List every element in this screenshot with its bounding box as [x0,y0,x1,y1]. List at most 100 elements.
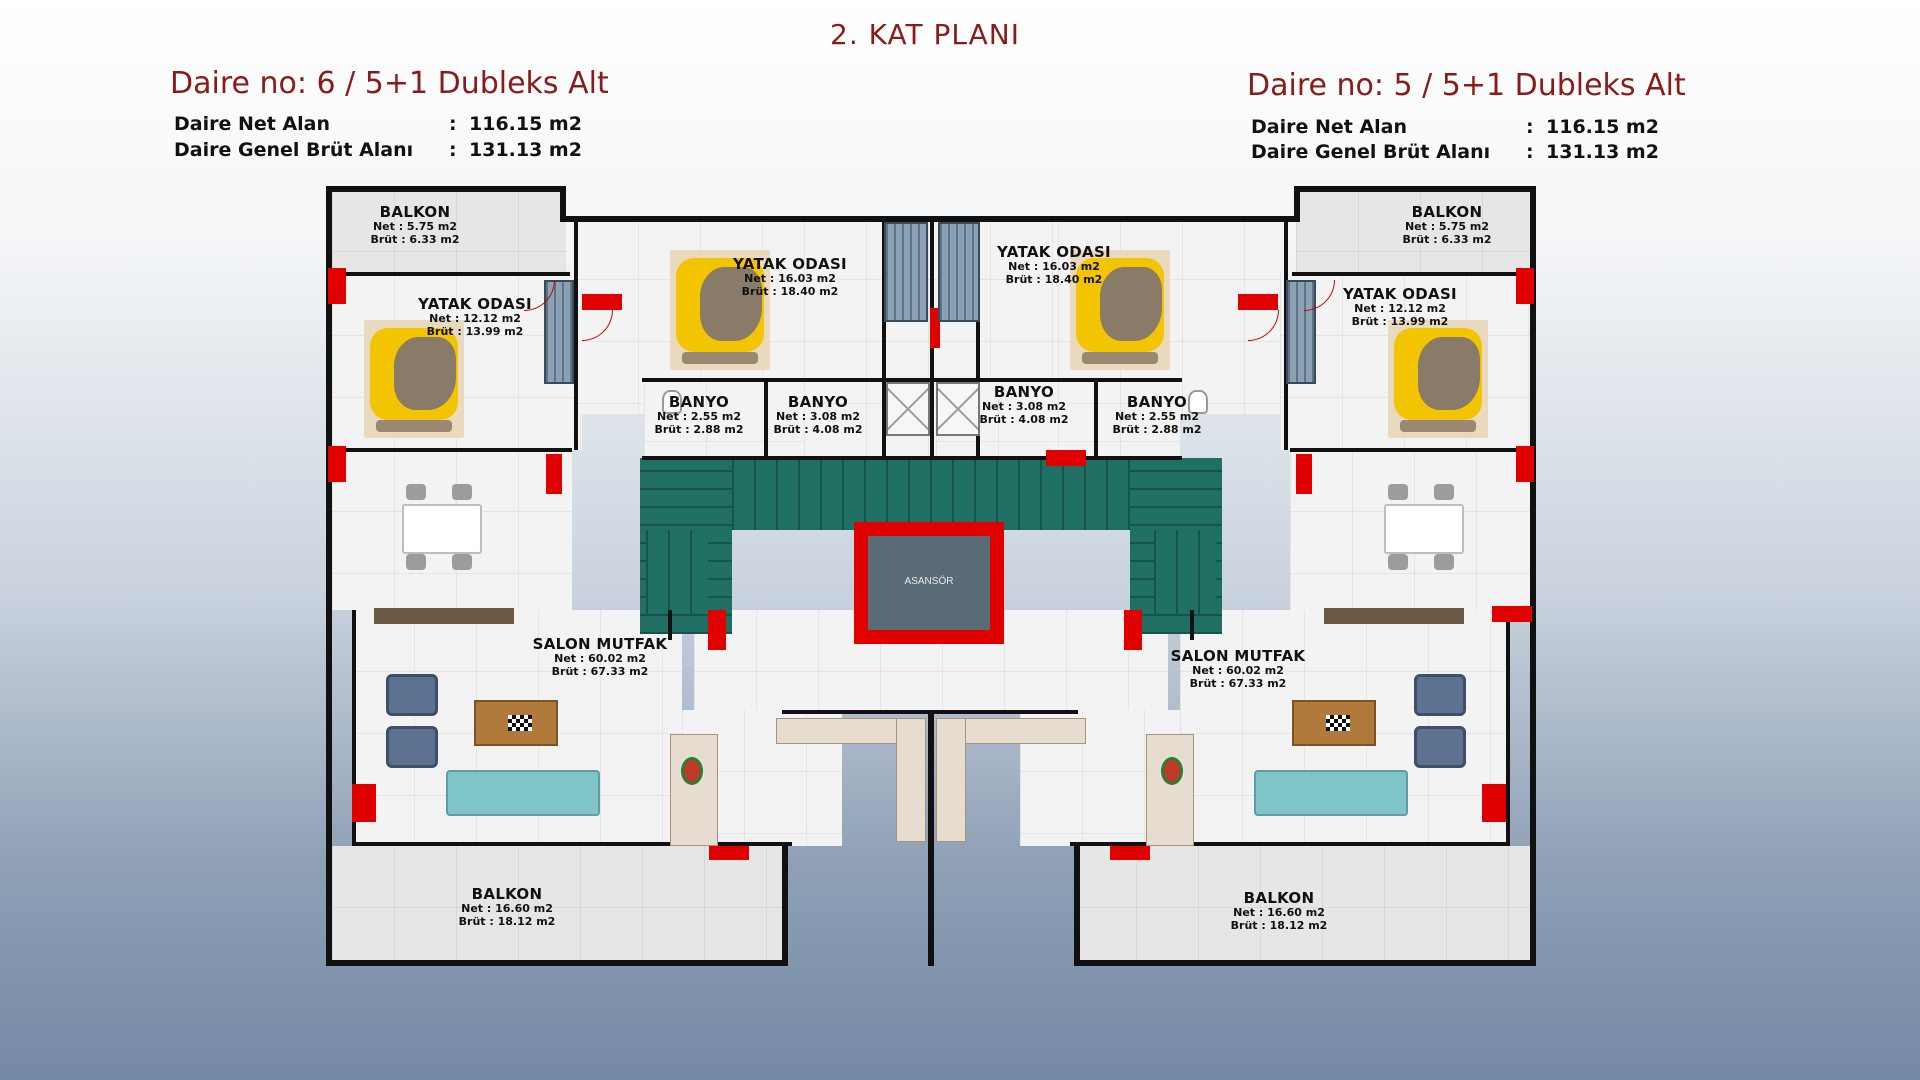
label-balcony-top-left: BALKON Net : 5.75 m2 Brüt : 6.33 m2 [370,203,460,246]
kitchen-counter [936,718,966,842]
floor-plan: ASANSÖR [324,184,1536,966]
column [930,308,940,348]
dining-table [1384,504,1464,554]
wardrobe [1286,280,1316,384]
tv-unit [374,608,514,624]
balcony-bottom-right [1074,846,1530,960]
gross-area-value: 131.13 m2 [469,139,582,161]
chair [452,484,472,500]
gross-area-value: 131.13 m2 [1546,141,1659,163]
elevator: ASANSÖR [854,522,1004,644]
shower-icon [886,382,930,436]
column [352,784,376,822]
column [1516,268,1534,304]
balcony-top-right [1296,190,1530,274]
coffee-table [474,700,558,746]
elevator-label: ASANSÖR [904,576,954,587]
label-bathroom-left-2: BANYO Net : 3.08 m2 Brüt : 4.08 m2 [773,393,863,436]
colon: : [449,139,457,161]
wall [928,710,934,966]
column [708,610,726,650]
wall [1294,186,1300,222]
wall [1506,610,1510,846]
wall [976,218,980,458]
bed [1070,250,1170,370]
chair [1388,484,1408,500]
net-area-label: Daire Net Alan [1251,116,1408,138]
column [1516,446,1534,482]
bed [1388,320,1488,438]
wall [1294,186,1536,192]
wall [764,380,768,458]
toilet-icon [1188,390,1208,414]
wall [1074,846,1080,966]
chair [452,554,472,570]
net-area-value: 116.15 m2 [469,113,582,135]
dining-table [402,504,482,554]
column [709,846,749,860]
label-balcony-top-right: BALKON Net : 5.75 m2 Brüt : 6.33 m2 [1402,203,1492,246]
gross-area-label: Daire Genel Brüt Alanı [1251,141,1491,163]
wall [326,960,788,966]
column [1238,294,1278,310]
label-balcony-bottom-left: BALKON Net : 16.60 m2 Brüt : 18.12 m2 [458,885,556,928]
stairs-center [732,458,1130,530]
wardrobe [884,222,928,322]
column [1110,846,1150,860]
toilet-icon [662,390,682,414]
column [582,294,622,310]
chair [1388,554,1408,570]
unit-5-header: Daire no: 5 / 5+1 Dubleks Alt [1247,68,1686,103]
wall [668,610,672,640]
stairs-landing-left [646,530,708,614]
column [328,446,346,482]
bathroom-left-1 [644,380,764,458]
colon: : [449,113,457,135]
wall [642,378,1182,382]
wall [332,272,570,276]
armchair [386,726,438,768]
landing [694,610,1168,710]
wall [326,186,332,966]
page-title: 2. KAT PLANI [830,18,1020,51]
kitchen-counter [896,718,926,842]
label-living-kitchen-left: SALON MUTFAK Net : 60.02 m2 Brüt : 67.33… [532,635,668,678]
tv-unit [1324,608,1464,624]
armchair [386,674,438,716]
column [546,454,562,494]
wall [1190,610,1194,640]
wall [642,456,1182,460]
wall [882,218,886,458]
kitchen-counter [670,734,718,846]
shower-icon [936,382,980,436]
label-living-kitchen-right: SALON MUTFAK Net : 60.02 m2 Brüt : 67.33… [1170,647,1306,690]
colon: : [1526,116,1534,138]
balcony-top-left [332,190,566,274]
label-balcony-bottom-right: BALKON Net : 16.60 m2 Brüt : 18.12 m2 [1230,889,1328,932]
sofa [446,770,600,816]
net-area-value: 116.15 m2 [1546,116,1659,138]
wall [1290,448,1530,452]
chair [406,484,426,500]
armchair [1414,726,1466,768]
kitchen-counter [1146,734,1194,846]
wall [1094,380,1098,458]
wall [1074,960,1536,966]
label-bathroom-right-2: BANYO Net : 3.08 m2 Brüt : 4.08 m2 [979,383,1069,426]
bed [364,320,464,438]
label-bedroom-left-inner: YATAK ODASI Net : 16.03 m2 Brüt : 18.40 … [733,255,847,298]
column [328,268,346,304]
wall [352,610,356,846]
plant-icon [684,760,700,782]
stairs-landing-right [1154,530,1216,614]
balcony-bottom-left [332,846,788,960]
column [1124,610,1142,650]
column [1046,450,1086,466]
wardrobe [938,222,980,322]
wall [560,186,566,222]
column [1492,606,1532,622]
wall [326,186,566,192]
bed [670,250,770,370]
gross-area-label: Daire Genel Brüt Alanı [174,139,414,161]
label-bedroom-right-inner: YATAK ODASI Net : 16.03 m2 Brüt : 18.40 … [997,243,1111,286]
